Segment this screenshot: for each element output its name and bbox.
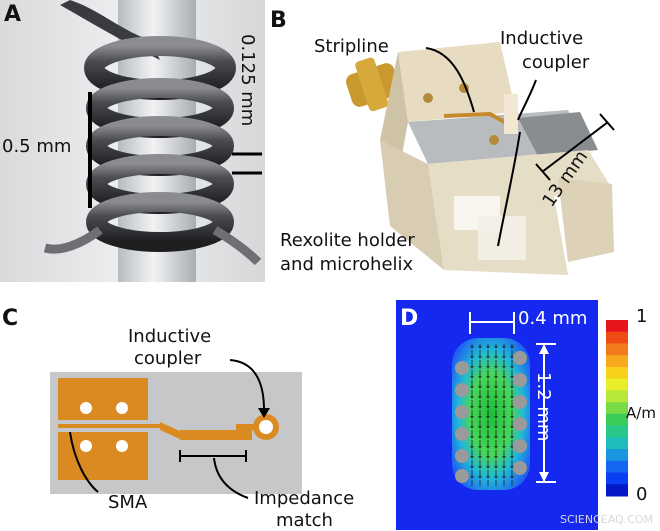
colorbar-unit-label: A/m	[626, 404, 656, 422]
stripline-layout	[50, 359, 302, 499]
colorbar-swatch	[606, 378, 628, 391]
width-dimension-label: 0.4 mm	[518, 308, 588, 329]
colorbar-swatch	[606, 437, 628, 450]
watermark: SCIENCEAQ.COM	[560, 513, 654, 526]
colorbar-min-label: 0	[636, 484, 648, 505]
colorbar-swatch	[606, 331, 628, 344]
colorbar-swatch	[606, 390, 628, 403]
height-dimension-label: 1.2 mm	[533, 372, 554, 442]
colorbar-swatch	[606, 366, 628, 380]
stripline-label: Stripline	[314, 36, 389, 57]
panel-c: C Inductive coupler SMA Impedance match	[0, 300, 392, 530]
field-simulation	[396, 300, 628, 530]
inductive-coupler-label-line1: Inductive	[500, 28, 584, 49]
panel-b: B Stripline Inductive coupler 13 mm Rexo…	[268, 0, 660, 282]
inductive-coupler-label-line2: coupler	[134, 348, 202, 369]
colorbar-max-label: 1	[636, 306, 648, 327]
colorbar	[606, 320, 628, 497]
colorbar-swatch	[606, 425, 628, 438]
colorbar-swatch	[606, 472, 628, 485]
colorbar-swatch	[606, 402, 628, 415]
scale-label-short: 0.125 mm	[237, 34, 258, 127]
inductive-coupler-label-line1: Inductive	[128, 326, 212, 347]
impedance-match-label-line1: Impedance	[254, 488, 355, 509]
colorbar-swatch	[606, 449, 628, 462]
panel-c-label: C	[2, 306, 19, 331]
panel-d-label: D	[400, 306, 419, 331]
colorbar-swatch	[606, 355, 628, 368]
holder-label-line2: and microhelix	[280, 254, 414, 275]
impedance-match-label-line2: match	[276, 510, 333, 531]
holder-label-line1: Rexolite holder	[280, 230, 415, 251]
colorbar-swatch	[606, 413, 628, 427]
colorbar-swatch	[606, 343, 628, 356]
inductive-coupler-label-line2: coupler	[522, 52, 590, 73]
colorbar-swatch	[606, 320, 628, 333]
scale-label-long: 0.5 mm	[2, 136, 72, 157]
panel-a-label: A	[4, 2, 22, 27]
panel-d: D 0.4 mm 1.2 mm 1 A/m 0	[396, 300, 660, 530]
device-photo	[268, 0, 660, 282]
colorbar-swatch	[606, 460, 628, 474]
panel-a: A 0.5 mm 0.125 mm	[0, 0, 265, 282]
panel-b-label: B	[270, 8, 287, 33]
microhelix-photo	[0, 0, 265, 282]
sma-label: SMA	[108, 492, 148, 513]
colorbar-swatch	[606, 484, 628, 497]
